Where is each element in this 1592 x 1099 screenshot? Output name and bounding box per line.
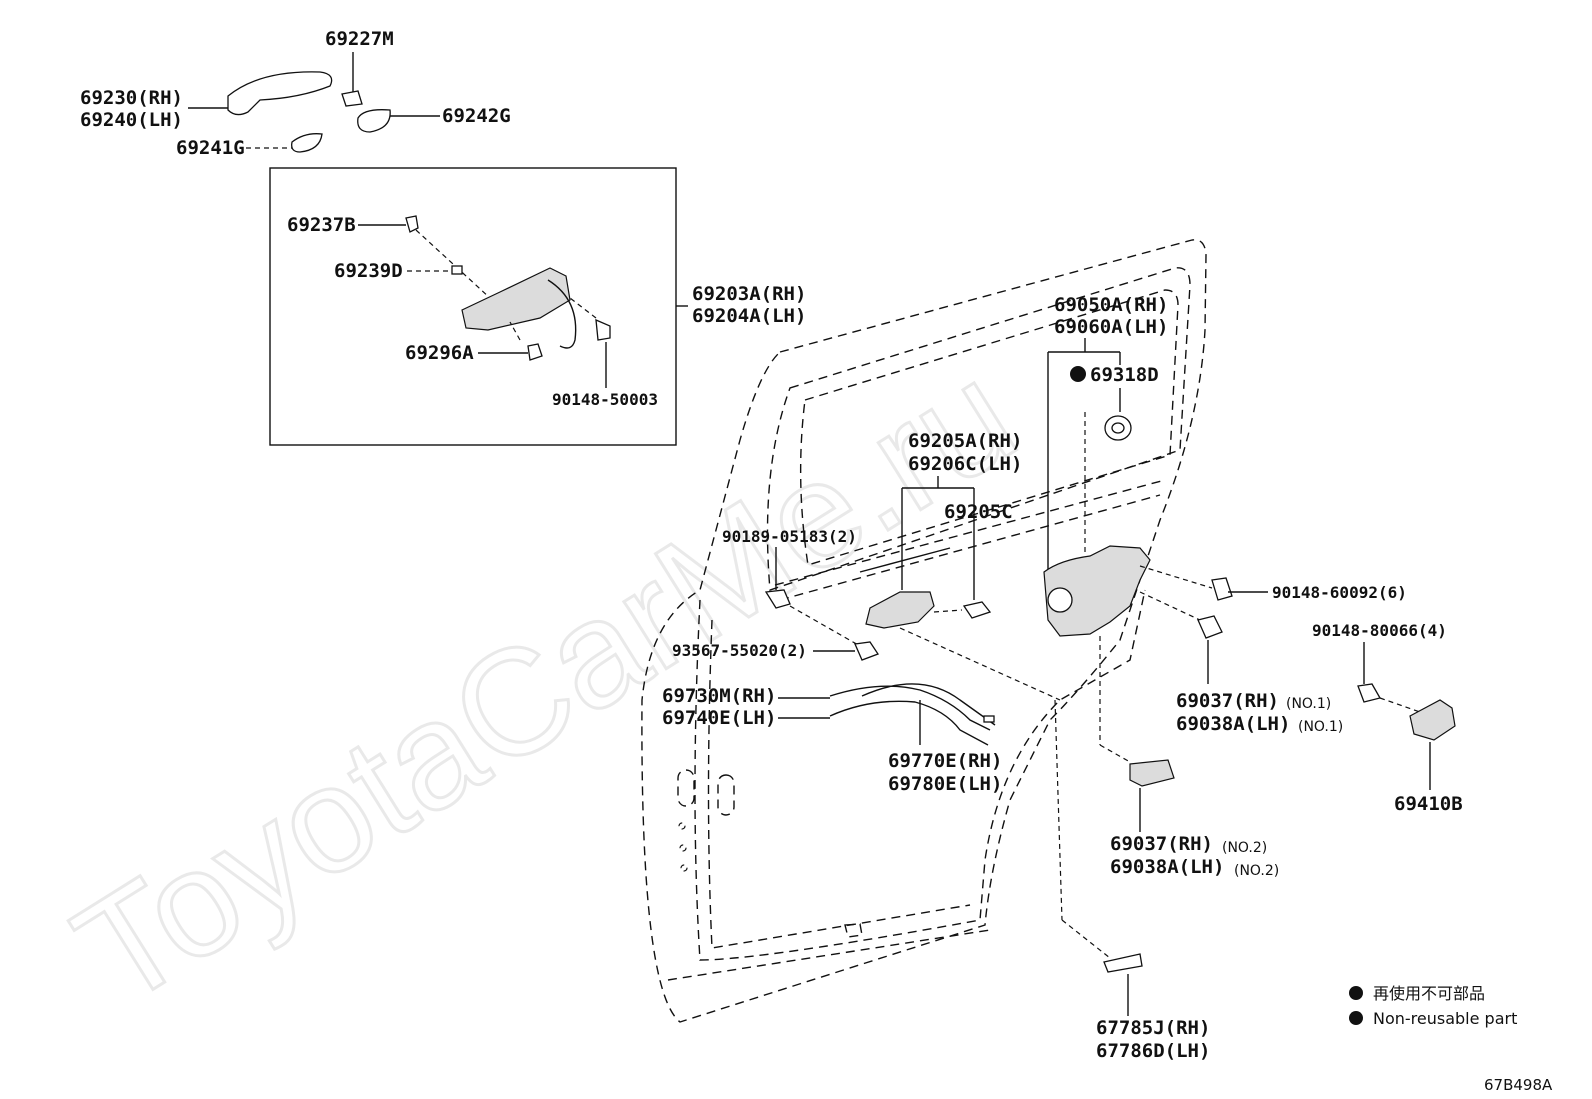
label-69239D: 69239D	[334, 260, 403, 282]
label-69060A: 69060A(LH)	[1054, 316, 1168, 338]
label-69240: 69240(LH)	[80, 109, 183, 131]
part-69241G	[291, 133, 323, 153]
label-67786D: 67786D(LH)	[1096, 1040, 1210, 1062]
label-69770E: 69770E(RH)	[888, 750, 1002, 772]
label-69037-no2: 69037(RH)	[1110, 833, 1213, 855]
cables-group: 69730M(RH) 69740E(LH) 69770E(RH) 69780E(…	[662, 683, 1002, 795]
fasteners-right: 90148-60092(6) 69037(RH) (NO.1) 69038A(L…	[1054, 565, 1463, 1062]
part-67785J	[1103, 953, 1143, 973]
door-lock-group: 69050A(RH) 69060A(LH) 69318D	[1043, 294, 1168, 763]
part-90148-60092	[1211, 577, 1233, 601]
note-69038A-no2: (NO.2)	[1234, 863, 1279, 879]
label-69230: 69230(RH)	[80, 87, 183, 109]
part-69205C	[962, 601, 992, 619]
legend-dot-jp	[1349, 986, 1363, 1000]
watermark: ToyotaCarMe.ru	[48, 329, 1042, 1037]
note-69038A-no1: (NO.1)	[1298, 719, 1343, 735]
part-69296A	[527, 343, 543, 361]
label-69241G: 69241G	[176, 137, 245, 159]
label-69780E: 69780E(LH)	[888, 773, 1002, 795]
fasteners-left: 90189-05183(2) 93567-55020(2)	[672, 527, 879, 661]
diagram-code: 67B498A	[1484, 1076, 1553, 1094]
note-69037-no2: (NO.2)	[1222, 840, 1267, 856]
legend-dot-en	[1349, 1011, 1363, 1025]
label-69038A-no1: 69038A(LH)	[1176, 713, 1290, 735]
label-69237B: 69237B	[287, 214, 356, 236]
label-69740E: 69740E(LH)	[662, 707, 776, 729]
handle-frame-box: 69237B 69239D 69296A 90148-50003 69203A(…	[269, 167, 806, 446]
label-90148-80066: 90148-80066(4)	[1312, 621, 1447, 640]
part-inside-handle	[865, 591, 935, 629]
legend-jp: 再使用不可部品	[1373, 984, 1485, 1003]
label-69227M: 69227M	[325, 28, 394, 50]
legend-en: Non-reusable part	[1373, 1009, 1517, 1028]
part-90148-50003	[595, 318, 611, 341]
label-67785J: 67785J(RH)	[1096, 1017, 1210, 1039]
part-handle-frame	[461, 267, 571, 331]
inside-handle-group: 69205A(RH) 69206C(LH) 69205C	[865, 430, 1061, 701]
label-69203A: 69203A(RH)	[692, 283, 806, 305]
part-93567	[854, 641, 879, 661]
label-90189: 90189-05183(2)	[722, 527, 857, 546]
part-69410B-striker	[1409, 699, 1456, 741]
label-69730M: 69730M(RH)	[662, 685, 776, 707]
part-door-lock	[1043, 545, 1151, 637]
part-69237B	[405, 215, 419, 233]
part-69227M	[341, 90, 363, 107]
part-69239D	[451, 265, 463, 275]
part-69230-handle	[227, 71, 333, 116]
label-93567: 93567-55020(2)	[672, 641, 807, 660]
label-69242G: 69242G	[442, 105, 511, 127]
label-69296A: 69296A	[405, 342, 474, 364]
part-90148-80066	[1357, 683, 1381, 703]
part-69037-no1	[1197, 615, 1223, 639]
part-69242G	[357, 109, 391, 133]
non-reusable-dot-69318D	[1070, 366, 1086, 382]
note-69037-no1: (NO.1)	[1286, 696, 1331, 712]
label-69037-no1: 69037(RH)	[1176, 690, 1279, 712]
label-69410B: 69410B	[1394, 793, 1463, 815]
label-69318D: 69318D	[1090, 364, 1159, 386]
part-69037-no2	[1129, 759, 1175, 787]
label-69204A: 69204A(LH)	[692, 305, 806, 327]
label-90148-50003: 90148-50003	[552, 390, 658, 409]
label-69206C: 69206C(LH)	[908, 453, 1022, 475]
label-90148-60092: 90148-60092(6)	[1272, 583, 1407, 602]
label-69038A-no2: 69038A(LH)	[1110, 856, 1224, 878]
legend: 再使用不可部品 Non-reusable part	[1349, 984, 1517, 1028]
label-69205C: 69205C	[944, 501, 1013, 523]
label-69205A: 69205A(RH)	[908, 430, 1022, 452]
outside-handle-group: 69227M 69230(RH) 69240(LH) 69242G 69241G	[80, 28, 511, 159]
part-90189	[764, 589, 791, 609]
label-69050A: 69050A(RH)	[1054, 294, 1168, 316]
door-panel-outline	[641, 239, 1207, 1023]
